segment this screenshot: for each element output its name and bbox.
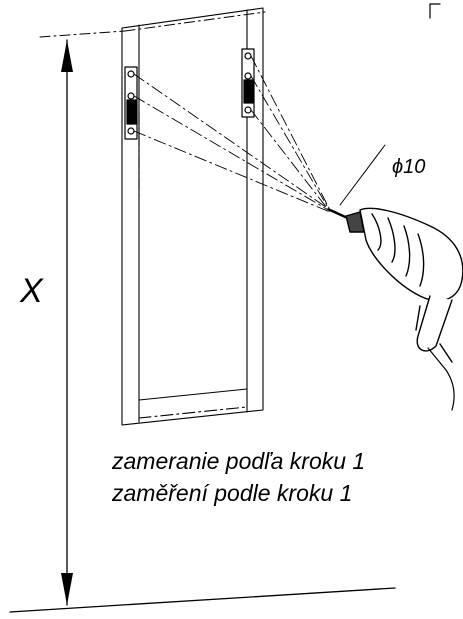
- hinge-left: [124, 66, 138, 140]
- dimension-label-x: X: [20, 272, 43, 310]
- caption-slovak: zameranie podľa kroku 1: [112, 448, 366, 474]
- caption-czech: zaměření podle kroku 1: [112, 480, 353, 506]
- floor-line: [9, 587, 396, 613]
- corner-mark: [429, 3, 441, 19]
- drill-diameter-label: ϕ10: [392, 156, 426, 178]
- diameter-leader: [339, 144, 386, 206]
- sight-lines: [133, 55, 331, 213]
- drill-icon: [328, 207, 463, 411]
- dimension-line-x: [39, 11, 266, 606]
- hinge-right: [241, 48, 255, 118]
